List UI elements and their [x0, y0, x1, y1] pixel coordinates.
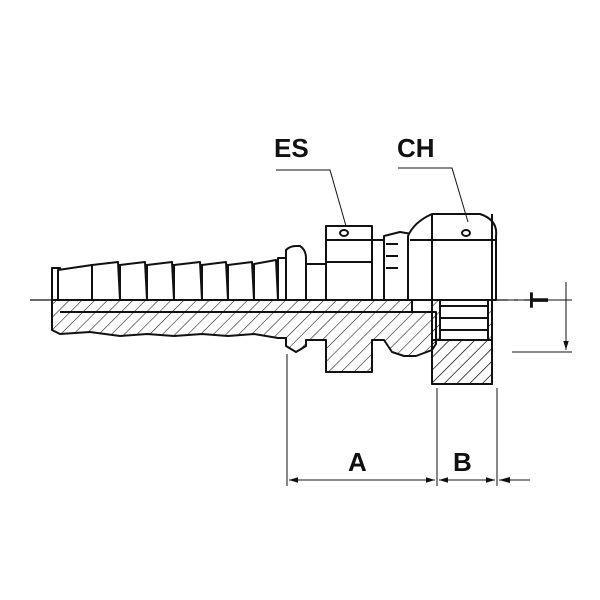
label-b: B: [453, 447, 472, 477]
es-hex-upper: [325, 225, 373, 301]
seal-upper: [371, 231, 413, 301]
ch-leader: [398, 167, 469, 223]
dim-b-arrow-right: [499, 477, 510, 483]
hose-tail: [51, 259, 279, 301]
collar-upper: [277, 245, 327, 301]
ch-nut-upper: [407, 213, 498, 301]
label-t: T: [524, 292, 554, 308]
es-leader: [276, 169, 347, 227]
label-es: ES: [274, 133, 309, 163]
label-ch: CH: [397, 133, 435, 163]
label-a: A: [348, 447, 367, 477]
section-lower: [51, 299, 493, 385]
